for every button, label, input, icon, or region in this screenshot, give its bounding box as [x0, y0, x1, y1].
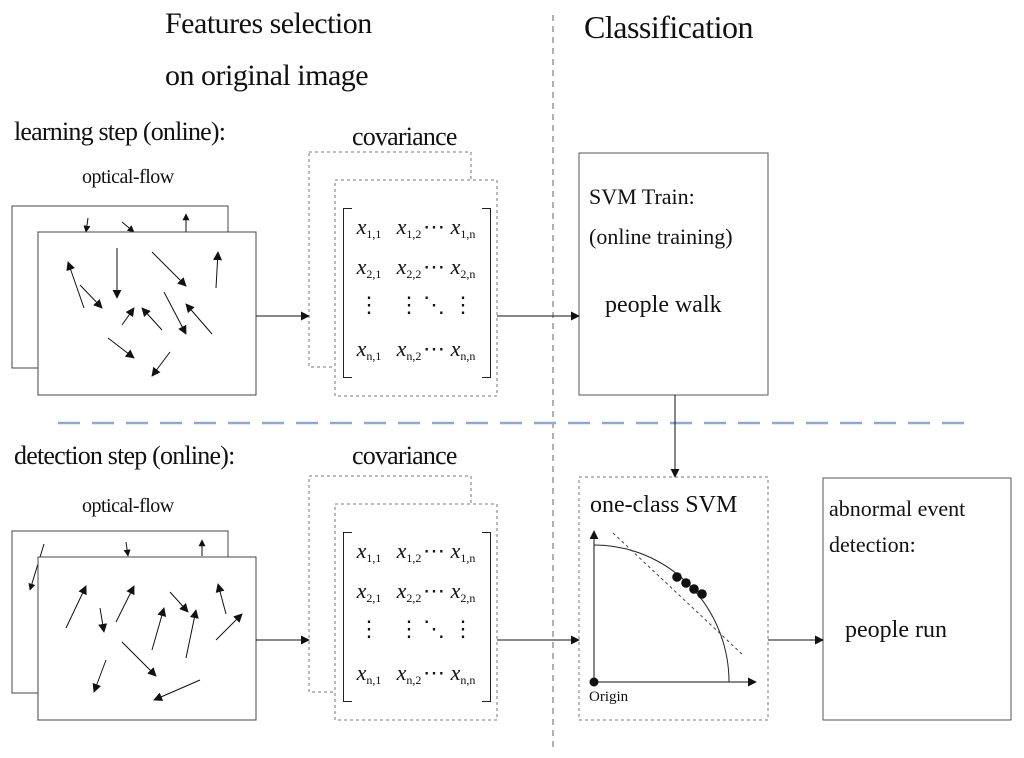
- matrix-entry: ⋮: [452, 292, 474, 317]
- matrix-entry: ⋮: [398, 616, 420, 641]
- learning-step-label: learning step (online):: [14, 117, 226, 146]
- features-heading-line1: Features selection: [165, 7, 372, 40]
- matrix-ellipsis: ⋱: [423, 616, 445, 641]
- matrix-bracket-right: [482, 208, 491, 378]
- matrix-entry: ⋮: [358, 292, 380, 317]
- abnormal-detection-box: [822, 477, 1012, 721]
- matrix-entry: ⋮: [452, 616, 474, 641]
- matrix-entry: x1,1: [356, 538, 382, 565]
- flow-vectors-front-detect: [65, 583, 243, 701]
- support-point: [681, 578, 691, 588]
- matrix-ellipsis: ⋯: [423, 214, 445, 239]
- detection-step-label: detection step (online):: [14, 441, 235, 470]
- matrix-entry: x1,n: [450, 214, 476, 241]
- matrix-entry: x1,2: [396, 538, 422, 565]
- svm-train-line2: (online training): [589, 224, 733, 249]
- optical-flow-label: optical-flow: [82, 166, 174, 188]
- matrix-entry: xn,2: [396, 336, 422, 363]
- learned-behavior: people walk: [605, 292, 722, 318]
- matrix-entry: ⋮: [398, 292, 420, 317]
- matrix-entry: x2,1: [356, 254, 382, 281]
- support-point: [672, 572, 682, 582]
- matrix-ellipsis: ⋯: [423, 254, 445, 279]
- svm-train-line1: SVM Train:: [589, 184, 695, 209]
- one-class-svm-box: [578, 476, 769, 721]
- matrix-entry: xn,n: [450, 336, 476, 363]
- flow-vectors-back-detect: [28, 539, 206, 591]
- matrix-ellipsis: ⋯: [423, 538, 445, 563]
- matrix-ellipsis: ⋯: [423, 578, 445, 603]
- result-line1: abnormal event: [829, 496, 966, 521]
- matrix-ellipsis: ⋯: [423, 336, 445, 361]
- optical-flow-label: optical-flow: [82, 495, 174, 517]
- covariance-label: covariance: [352, 441, 457, 470]
- features-heading-line2: on original image: [165, 59, 369, 92]
- matrix-bracket-right: [482, 532, 491, 702]
- matrix-entry: xn,1: [356, 660, 382, 687]
- one-class-svm-label: one-class SVM: [590, 492, 738, 518]
- matrix-entry: x2,2: [396, 578, 422, 605]
- matrix-entry: x2,2: [396, 254, 422, 281]
- covariance-frame-front-learn: [334, 179, 498, 397]
- matrix-entry: x1,n: [450, 538, 476, 565]
- matrix-entry: x2,1: [356, 578, 382, 605]
- covariance-frame-front-detect: [334, 503, 498, 721]
- support-point: [697, 589, 707, 599]
- covariance-label: covariance: [352, 122, 457, 151]
- support-point: [689, 584, 699, 594]
- flow-vectors-back: [83, 213, 190, 233]
- matrix-entry: xn,n: [450, 660, 476, 687]
- result-line2: detection:: [829, 532, 916, 557]
- matrix-entry: x2,n: [450, 578, 476, 605]
- origin-label: Origin: [589, 689, 629, 705]
- matrix-bracket-left: [343, 208, 352, 378]
- flow-frame-front-detect: [37, 556, 257, 721]
- one-class-svm-plot: [589, 530, 757, 687]
- classification-heading: Classification: [584, 9, 753, 45]
- detected-behavior: people run: [845, 617, 947, 643]
- matrix-entry: x1,2: [396, 214, 422, 241]
- matrix-entry: x2,n: [450, 254, 476, 281]
- flow-vectors-front: [66, 248, 223, 377]
- matrix-entry: x1,1: [356, 214, 382, 241]
- origin-point: [589, 677, 599, 687]
- matrix-entry: xn,2: [396, 660, 422, 687]
- matrix-entry: ⋮: [358, 616, 380, 641]
- svm-train-box: [578, 152, 769, 396]
- matrix-ellipsis: ⋱: [423, 292, 445, 317]
- matrix-ellipsis: ⋯: [423, 660, 445, 685]
- matrix-entry: xn,1: [356, 336, 382, 363]
- matrix-bracket-left: [343, 532, 352, 702]
